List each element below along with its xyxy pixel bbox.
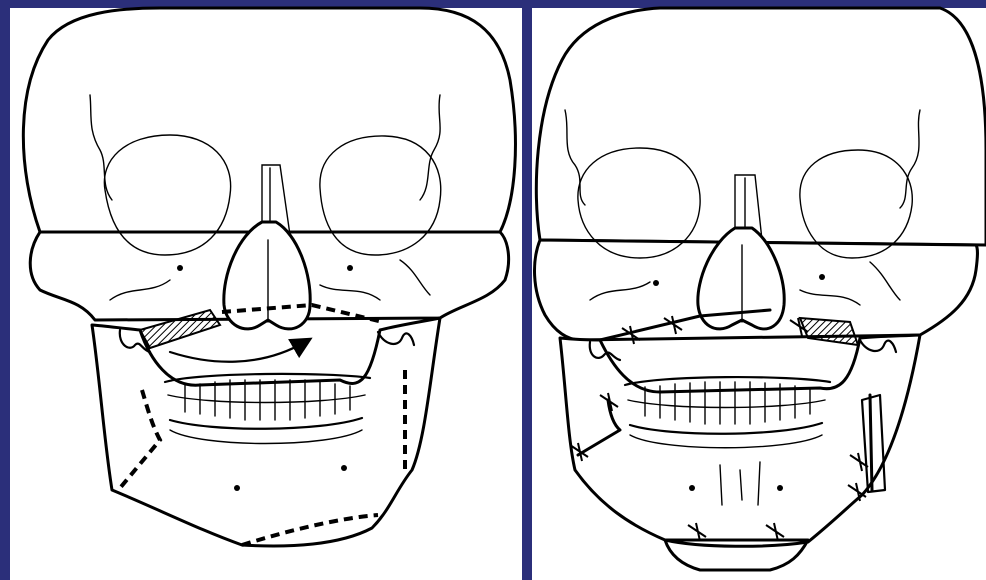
infraorbital-foramen-left	[653, 280, 659, 286]
infraorbital-foramen-right	[819, 274, 825, 280]
mental-foramen-right	[777, 485, 783, 491]
panel-before	[10, 8, 522, 580]
panel-after	[532, 8, 986, 580]
infraorbital-foramen-left	[177, 265, 183, 271]
mental-foramen-right	[341, 465, 347, 471]
infraorbital-foramen-right	[347, 265, 353, 271]
mental-foramen-left	[689, 485, 695, 491]
mental-foramen-left	[234, 485, 240, 491]
